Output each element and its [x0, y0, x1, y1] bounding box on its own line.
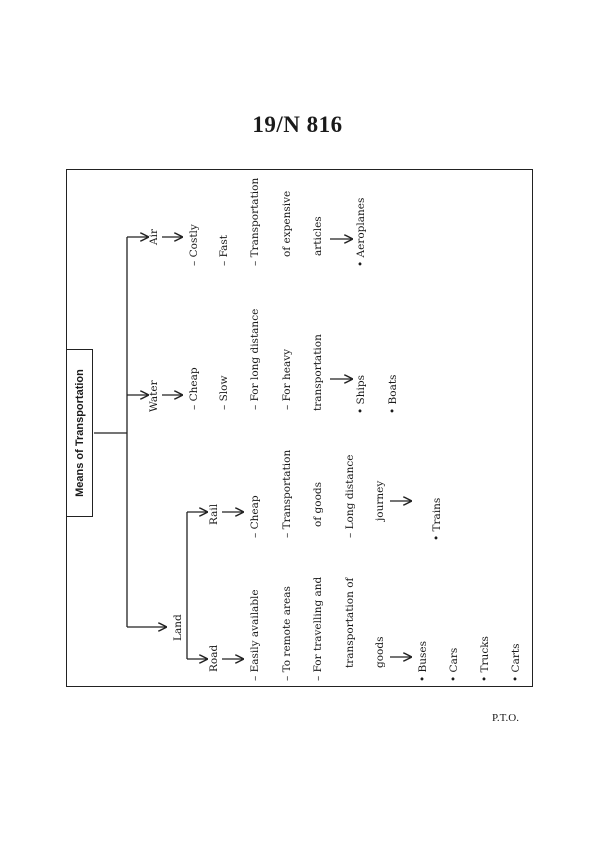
water-point: – Slow: [218, 375, 230, 410]
road-label: Road: [208, 644, 220, 672]
rail-example: • Trains: [431, 497, 443, 541]
water-point: transportation: [312, 334, 324, 411]
road-point: transportation of: [344, 577, 356, 668]
rail-point: journey: [374, 480, 386, 521]
road-example: • Cars: [448, 647, 460, 682]
road-point: – To remote areas: [281, 586, 293, 681]
air-label: Air: [148, 229, 160, 245]
water-example: • Ships: [355, 375, 367, 414]
air-point: – Transportation: [249, 177, 261, 266]
pto-label: P.T.O.: [492, 712, 519, 724]
air-point: of expensive: [281, 190, 293, 257]
road-point: – Easily available: [249, 589, 261, 681]
rail-label: Rail: [208, 503, 220, 525]
rail-point: – Cheap: [249, 495, 261, 538]
road-point: goods: [374, 636, 386, 668]
road-example: • Trucks: [479, 636, 491, 682]
rail-point: of goods: [312, 481, 324, 527]
air-example: • Aeroplanes: [355, 197, 367, 267]
road-point: – For travelling and: [312, 576, 324, 681]
water-example: • Boats: [387, 374, 399, 414]
air-point: – Costly: [188, 224, 200, 266]
root-node: Means of Transportation: [66, 349, 93, 517]
air-point: articles: [312, 216, 324, 256]
land-label: Land: [172, 614, 184, 641]
rail-point: – Long distance: [344, 454, 356, 538]
water-label: Water: [148, 380, 160, 412]
water-point: – For heavy: [281, 348, 293, 410]
road-example: • Buses: [417, 640, 429, 682]
rail-point: – Transportation: [281, 449, 293, 538]
water-point: – For long distance: [249, 308, 261, 410]
air-point: – Fast: [218, 234, 230, 266]
question-code: 19/N 816: [252, 112, 343, 137]
road-example: • Carts: [510, 643, 522, 682]
water-point: – Cheap: [188, 367, 200, 410]
